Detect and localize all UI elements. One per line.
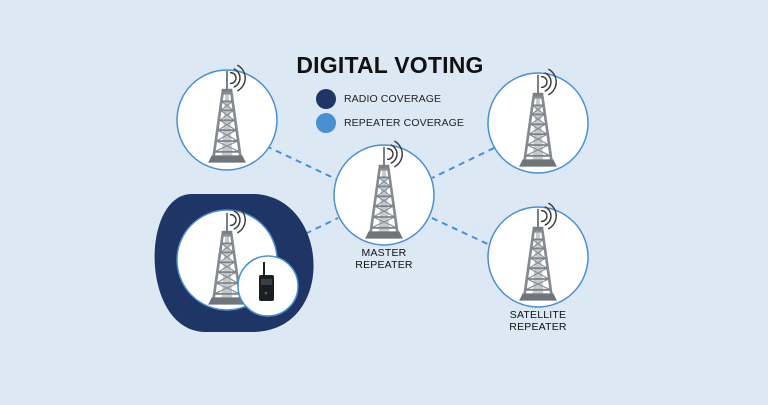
link-line-top-left [265,145,339,181]
satellite-repeater-label-line-2: REPEATER [509,321,567,333]
tower-node-top-left [176,64,278,171]
satellite-repeater-label-line-1: SATELLITE [509,309,567,321]
satellite-repeater-node [487,202,589,308]
legend-item-radio-coverage: RADIO COVERAGE [316,89,441,109]
satellite-repeater-label: SATELLITE REPEATER [478,309,598,333]
handheld-radio-node [237,255,299,317]
handheld-radio-icon [259,262,274,301]
legend-label-repeater-coverage: REPEATER COVERAGE [344,117,464,129]
link-line-bottom-right [431,217,493,247]
repeater-coverage-swatch [316,113,336,133]
link-line-top-right [431,147,495,179]
legend-label-radio-coverage: RADIO COVERAGE [344,93,442,105]
master-repeater-label-line-1: MASTER [361,247,407,259]
radio-coverage-swatch [316,89,336,109]
master-repeater-label: MASTER REPEATER [324,247,444,271]
tower-node-top-right [487,68,589,174]
master-repeater-node [333,140,435,246]
master-repeater-label-line-2: REPEATER [355,259,413,271]
diagram-title: DIGITAL VOTING [296,52,484,78]
legend-item-repeater-coverage: REPEATER COVERAGE [316,113,464,133]
